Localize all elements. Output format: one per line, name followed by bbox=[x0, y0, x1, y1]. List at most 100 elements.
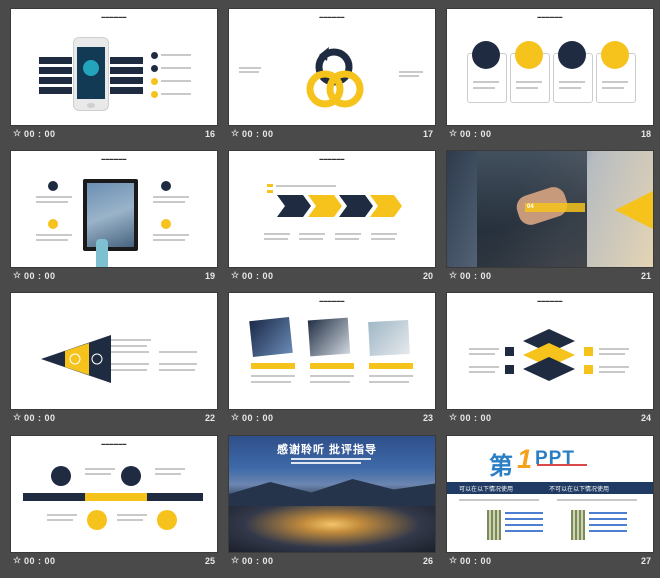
funnel-graphic bbox=[41, 335, 111, 383]
slide-thumbnail-23[interactable]: ▬▬▬▬▬▬ ☆ 00 : 00 23 bbox=[229, 293, 435, 425]
slide-timing: 00 : 00 bbox=[460, 271, 492, 281]
icon-square bbox=[584, 347, 593, 356]
icon-square bbox=[505, 365, 514, 374]
slide-meta: ☆ 00 : 00 23 bbox=[229, 412, 435, 425]
slide-thumbnail-26[interactable]: 感谢聆听 批评指导 ☆ 00 : 00 26 bbox=[229, 436, 435, 568]
slide-title: ▬▬▬▬▬▬ bbox=[319, 14, 345, 19]
slide-preview: ▬▬▬▬▬▬ bbox=[11, 9, 217, 125]
slide-thumbnail-20[interactable]: ▬▬▬▬▬▬ ☆ 00 : 00 20 bbox=[229, 151, 435, 283]
star-clock-icon: ☆ bbox=[449, 128, 458, 138]
star-clock-icon: ☆ bbox=[231, 128, 240, 138]
slide-thumbnail-16[interactable]: ▬▬▬▬▬▬ ☆ 00 : 00 16 bbox=[11, 9, 217, 141]
timeline-bar bbox=[23, 493, 85, 501]
slide-thumbnail-24[interactable]: ▬▬▬▬▬▬ ☆ 00 : 00 24 bbox=[447, 293, 653, 425]
timeline-node bbox=[121, 466, 141, 486]
slide-preview bbox=[11, 293, 217, 409]
slide-timing: 00 : 00 bbox=[24, 129, 56, 139]
timeline-node bbox=[51, 466, 71, 486]
phone-graphic bbox=[74, 38, 108, 110]
slide-thumbnail-19[interactable]: ▬▬▬▬▬▬ ☆ 00 : 00 19 bbox=[11, 151, 217, 283]
slide-thumbnail-22[interactable]: ☆ 00 : 00 22 bbox=[11, 293, 217, 425]
slide-meta: ☆ 00 : 00 26 bbox=[229, 555, 435, 568]
slide-preview: ▬▬▬▬▬▬ bbox=[229, 293, 435, 409]
slide-title: ▬▬▬▬▬▬ bbox=[101, 441, 127, 446]
label-bar bbox=[39, 87, 72, 94]
slide-number: 25 bbox=[204, 556, 215, 566]
timeline-node bbox=[157, 510, 177, 530]
slide-preview: ▬▬▬▬▬▬ bbox=[11, 436, 217, 552]
thank-you-title: 感谢聆听 批评指导 bbox=[277, 444, 378, 456]
yellow-triangle bbox=[615, 191, 653, 229]
slide-number: 24 bbox=[640, 413, 651, 423]
star-clock-icon: ☆ bbox=[449, 270, 458, 280]
label-bar bbox=[39, 67, 72, 74]
slide-meta: ☆ 00 : 00 24 bbox=[447, 412, 653, 425]
slide-number: 19 bbox=[204, 271, 215, 281]
star-clock-icon: ☆ bbox=[13, 270, 22, 280]
slide-title: ▬▬▬▬▬▬ bbox=[537, 14, 563, 19]
caption-bar bbox=[369, 363, 413, 369]
slide-number: 17 bbox=[422, 129, 433, 139]
bullet-dot bbox=[151, 52, 158, 59]
slide-thumbnail-25[interactable]: ▬▬▬▬▬▬ ☆ 00 : 00 25 bbox=[11, 436, 217, 568]
slide-number: 21 bbox=[640, 271, 651, 281]
caption-bar bbox=[251, 363, 295, 369]
slide-title: ▬▬▬▬▬▬ bbox=[101, 14, 127, 19]
slide-timing: 00 : 00 bbox=[24, 271, 56, 281]
slide-number: 16 bbox=[204, 129, 215, 139]
slide-number: 26 bbox=[422, 556, 433, 566]
slide-preview: ▬▬▬▬▬▬ bbox=[447, 9, 653, 125]
slide-number: 23 bbox=[422, 413, 433, 423]
logo-char: 第 bbox=[489, 453, 513, 480]
slide-timing: 00 : 00 bbox=[242, 271, 274, 281]
icon-square bbox=[505, 347, 514, 356]
section-number: 04 bbox=[527, 204, 534, 210]
mountain-silhouette bbox=[229, 479, 435, 506]
slide-preview: 04 bbox=[447, 151, 653, 267]
header-bar: 可以在以下情况使用 不可以在以下情况使用 bbox=[447, 482, 653, 494]
slide-thumbnail-21[interactable]: 04 ☆ 00 : 00 21 bbox=[447, 151, 653, 283]
icon-circle bbox=[48, 219, 58, 229]
slide-timing: 00 : 00 bbox=[242, 413, 274, 423]
slide-timing: 00 : 00 bbox=[460, 556, 492, 566]
slide-thumbnail-17[interactable]: ▬▬▬▬▬▬ ☆ 00 : 00 17 bbox=[229, 9, 435, 141]
card-circle bbox=[472, 41, 500, 69]
slide-thumbnail-27[interactable]: 第 1 PPT 可以在以下情况使用 不可以在以下情况使用 ☆ 00 : 00 2… bbox=[447, 436, 653, 568]
slide-meta: ☆ 00 : 00 27 bbox=[447, 555, 653, 568]
photo-frame bbox=[368, 319, 410, 357]
slide-meta: ☆ 00 : 00 20 bbox=[229, 270, 435, 283]
tablet-graphic bbox=[83, 179, 138, 251]
star-clock-icon: ☆ bbox=[231, 270, 240, 280]
slide-timing: 00 : 00 bbox=[460, 413, 492, 423]
star-clock-icon: ☆ bbox=[449, 412, 458, 422]
star-clock-icon: ☆ bbox=[231, 412, 240, 422]
slide-preview: 感谢聆听 批评指导 bbox=[229, 436, 435, 552]
label-bar bbox=[110, 67, 143, 74]
bullet-dot bbox=[151, 78, 158, 85]
slide-meta: ☆ 00 : 00 22 bbox=[11, 412, 217, 425]
card-circle bbox=[601, 41, 629, 69]
photo-frame bbox=[307, 317, 351, 357]
timeline-bar bbox=[85, 493, 147, 501]
hand-graphic bbox=[96, 239, 108, 267]
slide-thumbnail-18[interactable]: ▬▬▬▬▬▬ ☆ 00 : 00 18 bbox=[447, 9, 653, 141]
icon-circle bbox=[48, 181, 58, 191]
label-bar bbox=[110, 77, 143, 84]
slide-preview: 第 1 PPT 可以在以下情况使用 不可以在以下情况使用 bbox=[447, 436, 653, 552]
slide-meta: ☆ 00 : 00 19 bbox=[11, 270, 217, 283]
qr-block bbox=[571, 510, 585, 540]
qr-block bbox=[487, 510, 501, 540]
slide-timing: 00 : 00 bbox=[242, 129, 274, 139]
slide-meta: ☆ 00 : 00 21 bbox=[447, 270, 653, 283]
timeline-bar bbox=[147, 493, 203, 501]
right-header: 不可以在以下情况使用 bbox=[549, 487, 610, 493]
timeline-node bbox=[87, 510, 107, 530]
icon-square bbox=[584, 365, 593, 374]
slide-meta: ☆ 00 : 00 16 bbox=[11, 128, 217, 141]
logo-number: 1 bbox=[517, 444, 533, 474]
slide-title: ▬▬▬▬▬▬ bbox=[537, 298, 563, 303]
slide-title: ▬▬▬▬▬▬ bbox=[319, 156, 345, 161]
photo-frame bbox=[249, 317, 293, 357]
city-lights bbox=[229, 506, 435, 552]
slide-preview: ▬▬▬▬▬▬ bbox=[447, 293, 653, 409]
